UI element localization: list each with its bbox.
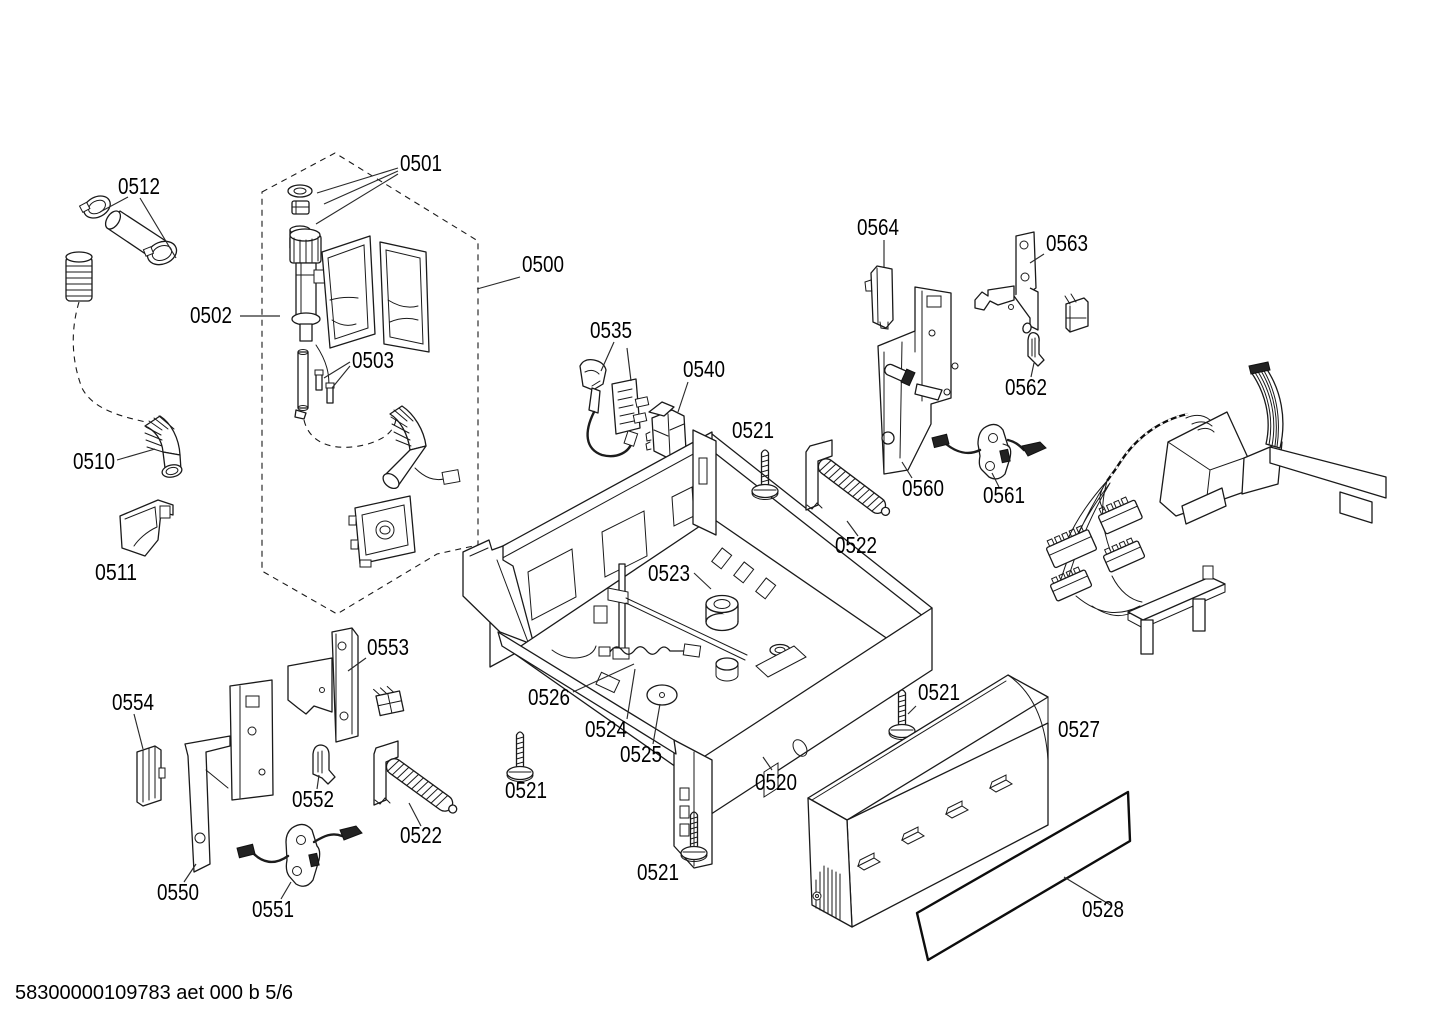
part-label-0525: 0525	[620, 741, 662, 767]
part-label-0553: 0553	[367, 634, 409, 660]
floor-grommet-0523-target	[705, 594, 739, 632]
part-0552-clip	[312, 744, 336, 785]
part-0503-pins	[314, 369, 335, 404]
part-0521-screw-right	[888, 689, 916, 740]
part-label-0552: 0552	[292, 786, 334, 812]
part-0551-microswitch	[236, 823, 363, 887]
part-label-0511: 0511	[95, 559, 137, 585]
part-0522-spring-left	[373, 740, 458, 814]
part-mounting-plate	[348, 495, 416, 568]
part-0521-screw-bottom	[680, 811, 708, 862]
part-0522-spring-right	[805, 439, 891, 516]
part-label-0564: 0564	[857, 214, 899, 240]
part-label-0551: 0551	[252, 896, 294, 922]
part-label-0520: 0520	[755, 769, 797, 795]
part-0540-module	[645, 401, 687, 459]
part-label-0550: 0550	[157, 879, 199, 905]
part-0535-cable	[579, 358, 650, 458]
part-label-0510: 0510	[73, 448, 115, 474]
part-label-0540: 0540	[683, 356, 725, 382]
part-label-0521-bottom: 0521	[637, 859, 679, 885]
part-label-0554: 0554	[112, 689, 154, 715]
part-wiring-harness	[1045, 361, 1387, 655]
part-label-0523: 0523	[648, 560, 690, 586]
part-0561-microswitch	[931, 423, 1047, 480]
doc-code: 58300000109783 aet 000 b 5/6	[15, 982, 293, 1004]
part-label-0561: 0561	[983, 482, 1025, 508]
part-label-0521-top: 0521	[732, 417, 774, 443]
part-label-0535: 0535	[590, 317, 632, 343]
part-0553-connector-block	[373, 685, 405, 717]
part-label-0503: 0503	[352, 347, 394, 373]
part-0563-bracket	[974, 231, 1039, 334]
part-label-0562: 0562	[1005, 374, 1047, 400]
part-0524-cable	[598, 643, 702, 658]
part-label-0500: 0500	[522, 251, 564, 277]
part-label-0522-right: 0522	[835, 532, 877, 558]
part-0511-bracket	[119, 499, 174, 557]
assembly-dash-lines	[72, 301, 397, 448]
part-label-0528: 0528	[1082, 896, 1124, 922]
part-hose-coupling	[65, 251, 93, 302]
part-0510-elbow-hose	[144, 415, 183, 478]
part-label-0522-left: 0522	[400, 822, 442, 848]
part-label-0521-right: 0521	[918, 679, 960, 705]
leader-lines	[99, 167, 1113, 907]
part-0521-screw-top	[751, 449, 779, 500]
part-0502-aquastop-valve	[289, 228, 430, 420]
assembly-frame-0500	[261, 152, 479, 615]
part-label-0526: 0526	[528, 684, 570, 710]
part-label-0521-left: 0521	[505, 777, 547, 803]
part-0526-rod	[593, 563, 630, 660]
part-terminal-connector	[1064, 293, 1089, 333]
part-0562-clip	[1027, 332, 1045, 367]
part-label-0524: 0524	[585, 716, 627, 742]
part-0525-disc	[646, 684, 678, 706]
part-0521-screw-left	[506, 731, 534, 782]
part-label-0501: 0501	[400, 150, 442, 176]
part-0512-hose-clamps	[78, 195, 178, 266]
part-0554-damper	[136, 745, 166, 807]
part-drain-hose	[382, 405, 461, 490]
part-label-0560: 0560	[902, 475, 944, 501]
part-0520-base-tray	[462, 429, 933, 869]
part-label-0563: 0563	[1046, 230, 1088, 256]
part-0527-cover	[807, 674, 1049, 928]
part-0560-bracket	[877, 286, 959, 475]
part-label-0502: 0502	[190, 302, 232, 328]
part-0553-bracket	[287, 627, 359, 743]
part-0528-panel	[915, 790, 1132, 962]
part-label-0512: 0512	[118, 173, 160, 199]
part-0550-bracket-frame	[184, 679, 274, 873]
part-label-0527: 0527	[1058, 716, 1100, 742]
part-0564-bracket	[864, 265, 894, 330]
